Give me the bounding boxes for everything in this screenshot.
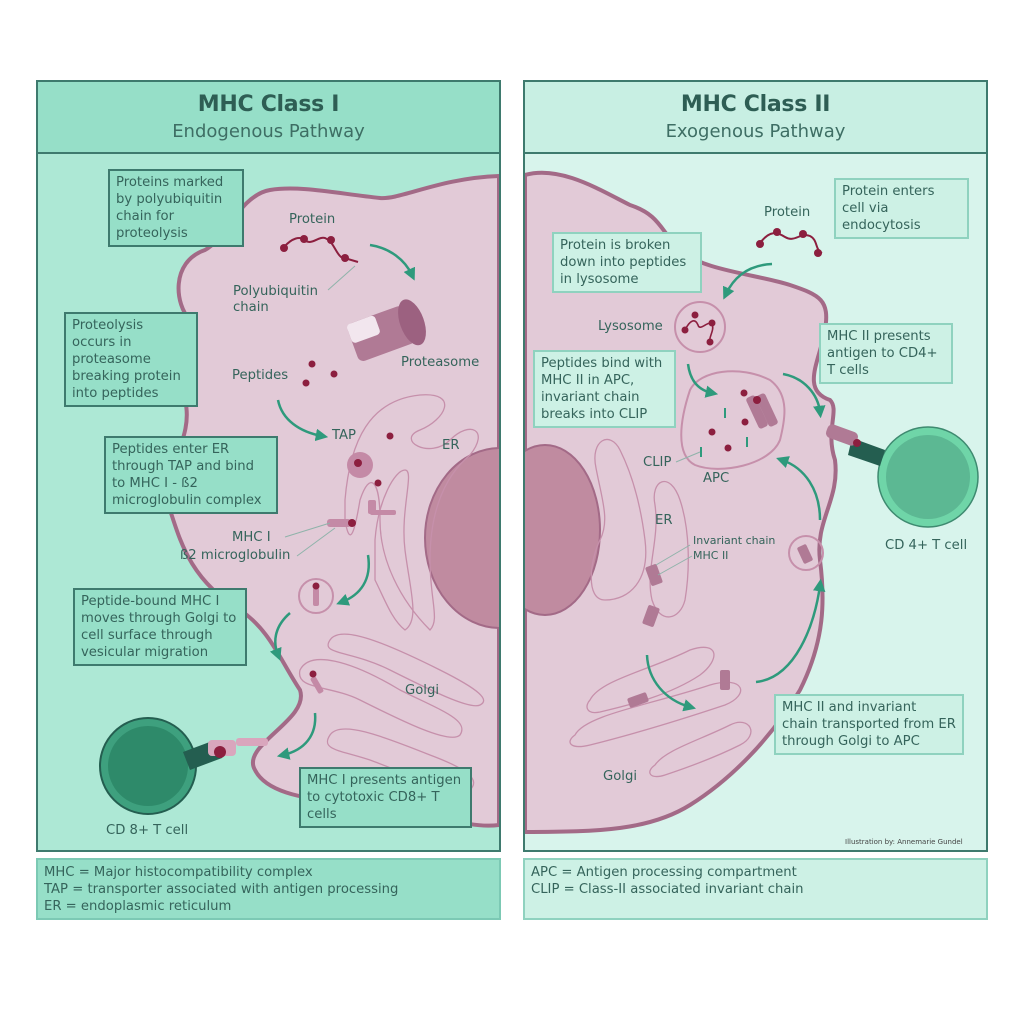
arrow-vesicle-to-golgi [269, 612, 291, 661]
arrow-vesicle-to-apc [776, 456, 822, 521]
invariant-chain-leader-line [655, 544, 691, 566]
label-b2-microglobulin: ß2 microglobulin [180, 548, 291, 563]
nucleus [525, 444, 601, 616]
nucleus [424, 447, 499, 629]
note-peptides-bind-mhc2: Peptides bind with MHC II in APC, invari… [533, 350, 676, 428]
b2m-leader-line [296, 527, 336, 557]
mhc1-leader-line [284, 522, 331, 538]
label-proteasome: Proteasome [401, 355, 480, 370]
label-er: ER [655, 513, 673, 528]
note-mhc1-presents-antigen: MHC I presents antigen to cytotoxic CD8+… [299, 767, 472, 828]
panel-header: MHC Class I Endogenous Pathway [38, 82, 499, 154]
protein-chain-icon [280, 235, 359, 263]
label-apc: APC [703, 471, 730, 486]
proteasome-icon [347, 299, 426, 361]
label-cd8-t-cell: CD 8+ T cell [106, 823, 189, 838]
legend-item: MHC = Major histocompatibility complex [44, 865, 313, 880]
transport-vesicle-icon [298, 578, 334, 614]
golgi-vesicle-icon [309, 670, 324, 694]
note-mhc2-presents-antigen: MHC II presents antigen to CD4+ T cells [819, 323, 953, 384]
arrow-lysosome-to-apc [686, 363, 719, 398]
label-tap: TAP [332, 428, 357, 443]
legend-abbreviations-class-1: MHC = Major histocompatibility complex T… [36, 858, 501, 920]
arrow-endocytosis [723, 262, 773, 300]
arrow-golgi-to-surface [276, 712, 317, 760]
legend-item: TAP = transporter associated with antige… [44, 882, 399, 897]
note-lysosome-breakdown: Protein is broken down into peptides in … [552, 232, 702, 293]
label-lysosome: Lysosome [598, 319, 663, 334]
label-cd4-t-cell: CD 4+ T cell [885, 538, 968, 553]
panel-subtitle: Exogenous Pathway [665, 121, 846, 142]
arrow-er-to-golgi [645, 654, 697, 712]
protein-chain-icon [756, 228, 823, 257]
arrow-golgi-to-vesicle [755, 578, 826, 684]
illustration-credit: Illustration by: Annemarie Gundel [845, 838, 963, 846]
note-proteolysis: Proteolysis occurs in proteasome breakin… [64, 312, 198, 407]
label-golgi: Golgi [603, 769, 637, 784]
mhc2-invariant-chain-icon [627, 564, 730, 708]
arrow-peptides-to-tap [276, 399, 329, 442]
cd8-t-cell-icon [99, 717, 268, 815]
label-golgi: Golgi [405, 683, 439, 698]
label-invariant-chain: Invariant chain [693, 534, 776, 547]
label-protein: Protein [289, 212, 336, 227]
label-mhc2: MHC II [693, 549, 729, 562]
tap-transporter-icon [347, 452, 373, 478]
cd4-t-cell-icon [825, 424, 979, 528]
mhc2-leader-line [657, 555, 693, 576]
pathway-arrows [269, 243, 416, 760]
label-clip: CLIP [643, 455, 672, 470]
arrow-protein-to-proteasome [369, 243, 416, 281]
note-vesicular-migration: Peptide-bound MHC I moves through Golgi … [73, 588, 247, 666]
arrow-er-to-vesicle [336, 554, 371, 606]
legend-abbreviations-class-2: APC = Antigen processing compartment CLI… [523, 858, 988, 920]
panel-header: MHC Class II Exogenous Pathway [525, 82, 986, 154]
label-mhc1: MHC I [232, 530, 271, 545]
legend-item: APC = Antigen processing compartment [531, 865, 797, 880]
peptides-icon [302, 360, 394, 487]
note-endocytosis: Protein enters cell via endocytosis [834, 178, 969, 239]
panel-title: MHC Class II [680, 92, 831, 117]
note-peptides-enter-er: Peptides enter ER through TAP and bind t… [104, 436, 278, 514]
legend-item: CLIP = Class-II associated invariant cha… [531, 882, 804, 897]
endoplasmic-reticulum [344, 394, 479, 631]
mhc1-complex-icon [327, 500, 396, 527]
clip-leader-line [675, 451, 701, 463]
panel-title: MHC Class I [197, 92, 340, 117]
note-polyubiquitin-marking: Proteins marked by polyubiquitin chain f… [108, 169, 244, 247]
lysosome-icon [674, 301, 726, 353]
label-polyubiquitin-chain: Polyubiquitin chain [233, 284, 318, 315]
panel-subtitle: Endogenous Pathway [172, 121, 365, 142]
arrow-apc-to-surface [782, 372, 826, 419]
legend-item: ER = endoplasmic reticulum [44, 899, 232, 914]
polyubiquitin-leader-line [327, 265, 356, 291]
label-er: ER [442, 438, 460, 453]
transport-vesicle-icon [788, 535, 824, 571]
note-mhc2-transport: MHC II and invariant chain transported f… [774, 694, 964, 755]
label-protein: Protein [764, 205, 811, 220]
label-peptides: Peptides [232, 368, 289, 383]
golgi-apparatus [569, 646, 752, 778]
pathway-arrows [645, 262, 826, 712]
